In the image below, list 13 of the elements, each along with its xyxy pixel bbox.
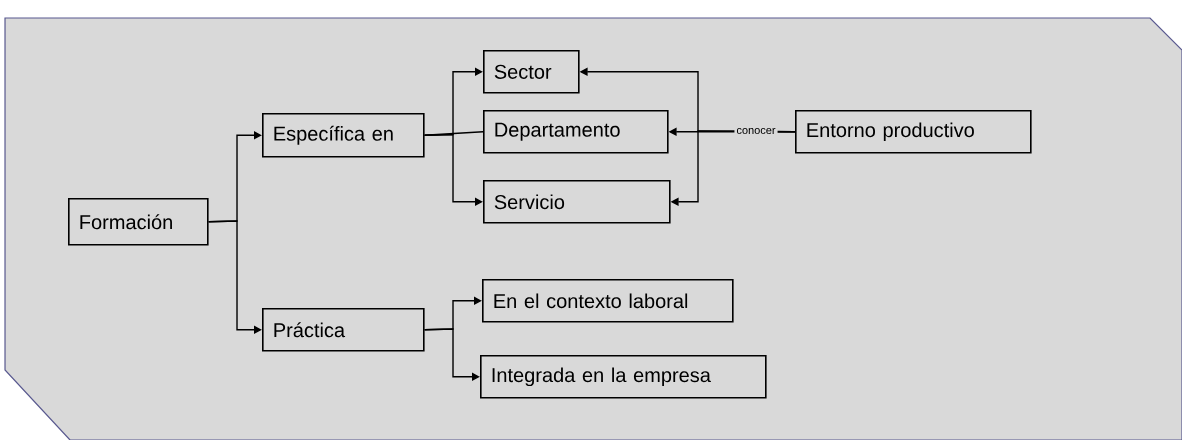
arrow xyxy=(423,133,483,206)
process-box: Entorno productivo xyxy=(795,110,1032,154)
process-box: Formación xyxy=(68,198,209,246)
process-box: Integrada en la empresa xyxy=(480,355,767,399)
arrow xyxy=(423,328,480,381)
process-box: Específica en xyxy=(262,113,425,158)
process-box: Departamento xyxy=(483,110,669,154)
process-box: En el contexto laboral xyxy=(482,279,734,323)
edge-label: conocer xyxy=(734,126,778,136)
process-box: Servicio xyxy=(483,180,671,224)
process-box: Práctica xyxy=(262,308,425,352)
arrow xyxy=(207,220,262,334)
process-box: Sector xyxy=(483,50,580,94)
